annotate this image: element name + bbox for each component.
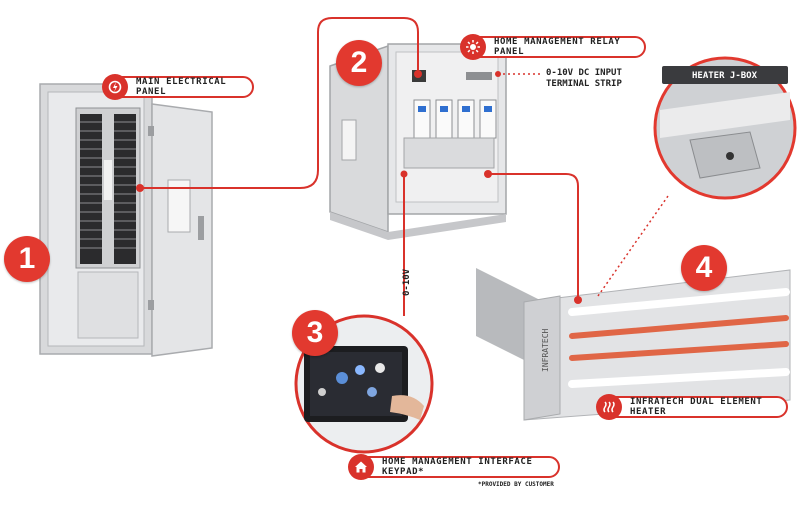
keypad-label-text: HOME MANAGEMENT INTERFACE KEYPAD*: [382, 457, 533, 477]
main-panel-label-text: MAIN ELECTRICAL PANEL: [136, 77, 227, 97]
home-icon: [348, 454, 374, 480]
wire-0-10v-label: 0-10V: [402, 268, 412, 296]
main-electrical-panel: [39, 83, 213, 357]
terminal-strip-label: 0-10V DC INPUT TERMINAL STRIP: [546, 68, 622, 89]
interface-keypad-image: [294, 314, 434, 454]
heater-jbox-zoom: [653, 56, 797, 200]
step-4-badge: 4: [681, 245, 727, 291]
step-3-badge: 3: [292, 310, 338, 356]
heater-jbox-label: HEATER J-BOX: [692, 71, 758, 81]
step-1-badge: 1: [4, 236, 50, 282]
heater-brand-text: INFRATECH: [541, 328, 550, 372]
home-management-relay-panel: [329, 43, 507, 240]
main-panel-label: MAIN ELECTRICAL PANEL: [102, 74, 254, 100]
footnote: *PROVIDED BY CUSTOMER: [478, 481, 554, 488]
relay-panel-label-text: HOME MANAGEMENT RELAY PANEL: [494, 37, 621, 57]
heater-label: INFRATECH DUAL ELEMENT HEATER: [596, 394, 788, 420]
sun-icon: [460, 34, 486, 60]
infratech-heater-image: INFRATECH: [476, 268, 791, 421]
wiring-lines: [140, 17, 579, 316]
keypad-label: HOME MANAGEMENT INTERFACE KEYPAD*: [348, 454, 560, 480]
step-2-badge: 2: [336, 40, 382, 86]
heat-waves-icon: [596, 394, 622, 420]
power-icon: [102, 74, 128, 100]
heater-label-text: INFRATECH DUAL ELEMENT HEATER: [630, 397, 763, 417]
relay-panel-label: HOME MANAGEMENT RELAY PANEL: [460, 34, 646, 60]
